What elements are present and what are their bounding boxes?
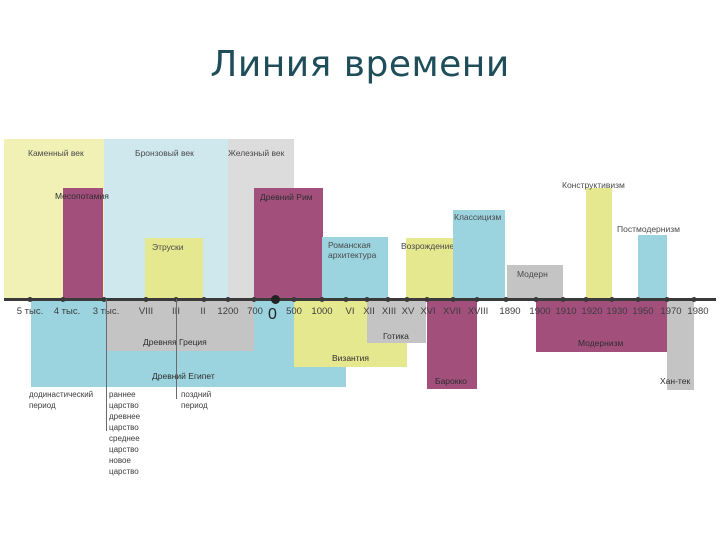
- period-romanesque-label: Романская архитектура: [328, 240, 377, 260]
- period-etruscans: [145, 238, 203, 299]
- period-bronze-age-label: Бронзовый век: [135, 148, 194, 158]
- period-iron-age-label: Железный век: [228, 148, 285, 158]
- egypt-note-predynastic: додинастический период: [29, 390, 94, 410]
- tick-label: XVIII: [467, 306, 489, 317]
- tick-label: 1920: [581, 306, 603, 317]
- tick-label: 1970: [660, 306, 682, 317]
- period-modern: [507, 265, 563, 299]
- axis-dot: [450, 297, 456, 302]
- zero-point-dot: [271, 295, 280, 304]
- axis-dot: [60, 297, 66, 302]
- period-classicism-label: Классицизм: [454, 212, 502, 222]
- tick-label: VI: [345, 306, 355, 317]
- axis-dot: [27, 297, 33, 302]
- axis-dot: [583, 297, 589, 302]
- tick-label: 4 тыс.: [53, 306, 81, 317]
- period-hi-tech: [667, 299, 694, 390]
- period-gothic-label: Готика: [383, 331, 409, 341]
- period-postmodernism-label: Постмодернизм: [617, 224, 680, 234]
- period-modern-label: Модерн: [517, 269, 548, 279]
- axis-dot: [560, 297, 566, 302]
- tick-label: VIII: [138, 306, 154, 317]
- egypt-note-kingdoms: раннее царство древнее царство среднее ц…: [109, 390, 141, 476]
- period-modernism: [536, 299, 667, 352]
- egypt-note-late: поздний период: [181, 390, 212, 410]
- period-gothic: [367, 299, 426, 343]
- tick-label: 1900: [529, 306, 551, 317]
- period-postmodernism: [638, 235, 667, 299]
- tick-label: XIII: [381, 306, 397, 317]
- period-baroque: [427, 299, 477, 389]
- tick-label: 1930: [606, 306, 628, 317]
- axis-dot: [635, 297, 641, 302]
- slide-title: Линия времени: [210, 44, 510, 85]
- period-hi-tech-label: Хан-тек: [660, 376, 691, 386]
- axis-dot: [424, 297, 430, 302]
- axis-dot: [664, 297, 670, 302]
- tick-label: XII: [363, 306, 375, 317]
- period-renaissance: [406, 238, 454, 299]
- zero-label: 0: [268, 306, 277, 323]
- tick-label: II: [200, 306, 206, 317]
- period-constructivism: [586, 188, 612, 299]
- time-axis: [4, 298, 716, 301]
- period-mesopotamia-label: Месопотамия: [55, 191, 109, 201]
- axis-dot: [609, 297, 615, 302]
- tick-label: 1890: [499, 306, 521, 317]
- tick-label: 5 тыс.: [16, 306, 44, 317]
- axis-dot: [319, 297, 325, 302]
- axis-dot: [291, 297, 297, 302]
- axis-dot: [225, 297, 231, 302]
- axis-dot: [691, 297, 697, 302]
- period-classicism: [453, 210, 505, 299]
- period-constructivism-label: Конструктивизм: [562, 180, 625, 190]
- tick-label: 1200: [217, 306, 239, 317]
- period-renaissance-label: Возрождение: [401, 241, 455, 251]
- tick-label: 1910: [555, 306, 577, 317]
- period-romanesque: [322, 237, 388, 299]
- axis-dot: [251, 297, 257, 302]
- tick-label: XVI: [420, 306, 436, 317]
- axis-dot: [385, 297, 391, 302]
- tick-label: 1000: [311, 306, 333, 317]
- period-ancient-egypt-label: Древний Египет: [152, 371, 215, 381]
- period-modernism-label: Модернизм: [578, 338, 624, 348]
- axis-dot: [101, 297, 107, 302]
- axis-dot: [364, 297, 370, 302]
- period-stone-age-label: Каменный век: [28, 148, 84, 158]
- tick-label: 500: [286, 306, 302, 317]
- period-ancient-greece-label: Древняя Греция: [143, 337, 207, 347]
- axis-dot: [533, 297, 539, 302]
- egypt-divider-line: [176, 299, 177, 399]
- tick-label: 700: [247, 306, 263, 317]
- axis-dot: [201, 297, 207, 302]
- axis-dot: [503, 297, 509, 302]
- tick-label: XV: [401, 306, 415, 317]
- period-etruscans-label: Этруски: [152, 242, 184, 252]
- axis-dot: [474, 297, 480, 302]
- period-ancient-rome-label: Древний Рим: [260, 192, 313, 202]
- tick-label: 1980: [687, 306, 709, 317]
- tick-label: XVII: [443, 306, 461, 317]
- period-byzantium-label: Византия: [332, 353, 369, 363]
- axis-dot: [404, 297, 410, 302]
- axis-dot: [143, 297, 149, 302]
- period-ancient-rome: [254, 188, 323, 299]
- tick-label: 1950: [632, 306, 654, 317]
- period-ancient-greece: [106, 299, 254, 351]
- period-baroque-label: Барокко: [435, 376, 468, 386]
- axis-dot: [343, 297, 349, 302]
- egypt-divider-line: [106, 299, 107, 431]
- period-mesopotamia: [63, 188, 103, 299]
